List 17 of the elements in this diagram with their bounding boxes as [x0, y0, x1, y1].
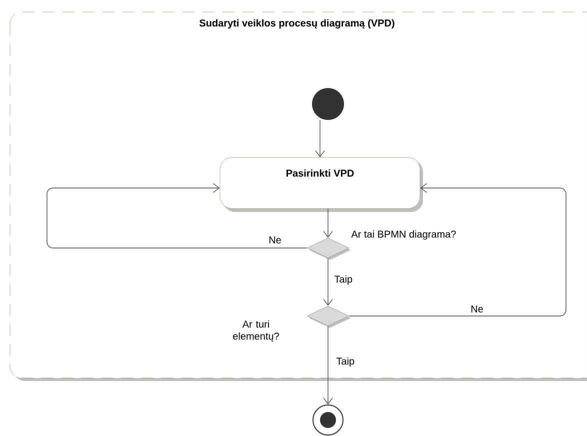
- edge-label: Taip: [333, 274, 354, 286]
- arrow: [348, 183, 566, 316]
- edge-label: Ne: [470, 304, 484, 314]
- edge-label: Ne: [268, 236, 282, 244]
- arrow: [323, 326, 333, 404]
- arrow: [315, 120, 325, 158]
- decision-label: Ar turi elementų?: [233, 320, 279, 342]
- decision-diamond: [306, 306, 351, 328]
- arrow: [323, 208, 333, 238]
- decision-diamond: [306, 238, 351, 260]
- final-node: [312, 404, 344, 436]
- arrow: [46, 183, 308, 248]
- initial-node: [312, 88, 344, 120]
- decision-label: Ar tai BPMN diagrama?: [351, 230, 456, 240]
- arrow: [323, 258, 333, 306]
- edge-label: Taip: [335, 356, 356, 368]
- action-box: Pasirinkti VPD: [220, 157, 423, 212]
